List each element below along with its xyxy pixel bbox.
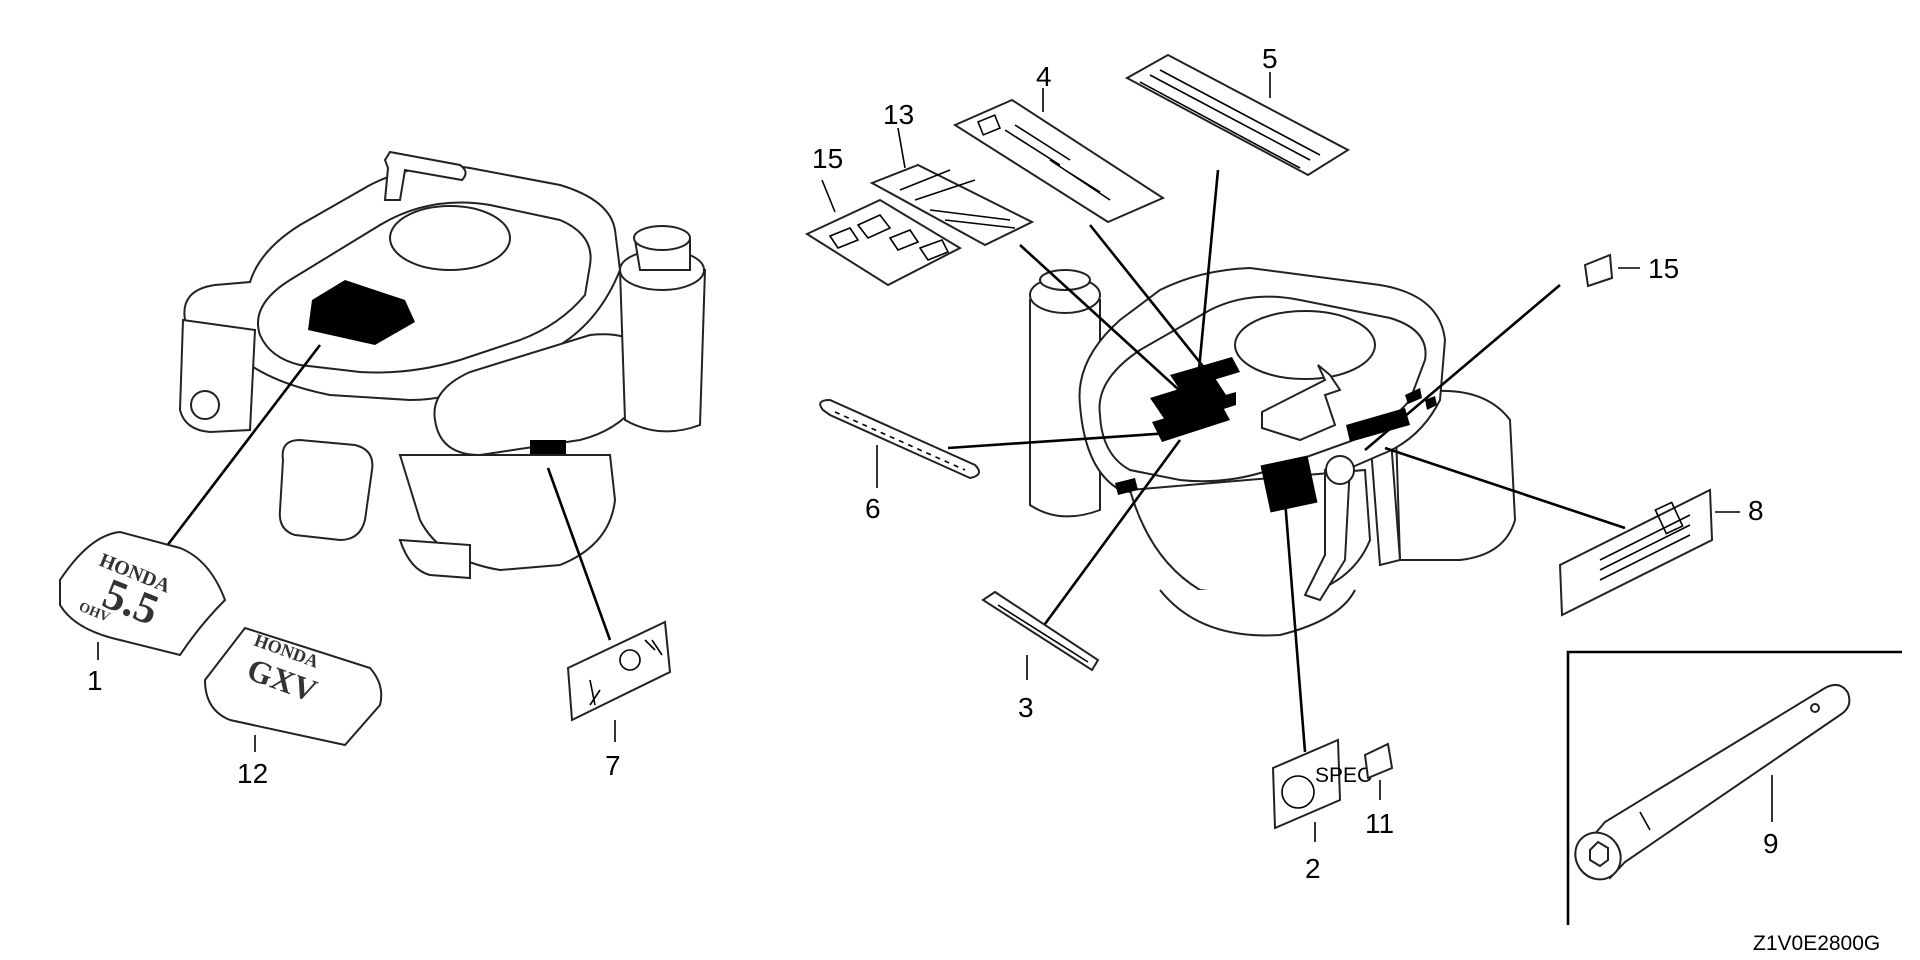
part-5-label [1124, 53, 1351, 177]
drawing-code: Z1V0E2800G [1753, 932, 1880, 955]
leader-4 [1088, 224, 1220, 386]
part-6-label [819, 398, 980, 480]
part-1-emblem: HONDA 5.5 OHV [59, 530, 227, 657]
leader-15 [1364, 284, 1561, 451]
leader-1 [158, 344, 322, 556]
callout-15: 15 [1648, 253, 1679, 284]
callout-12: 12 [237, 758, 268, 789]
leader-7 [546, 467, 612, 641]
leader-13 [1019, 244, 1191, 401]
part-12-emblem: HONDA GXV [203, 626, 383, 747]
callout-1: 1 [87, 665, 103, 696]
callout-4: 4 [1036, 61, 1052, 92]
leader-5 [1196, 169, 1220, 381]
part-2-label: SPEC [1271, 738, 1372, 830]
leader-6 [947, 430, 1186, 450]
callout-14: 15 [812, 143, 843, 174]
engine-left [178, 150, 707, 580]
callout-8: 8 [1748, 495, 1764, 526]
part-8-label [1558, 488, 1714, 617]
callout-11: 11 [1365, 808, 1394, 839]
part-14-label [804, 198, 963, 287]
part-9-box [1566, 650, 1902, 925]
part-3-label [981, 590, 1100, 672]
label-2-text: SPEC [1315, 764, 1372, 787]
engine-right [1029, 266, 1517, 637]
leader-2 [1283, 499, 1307, 753]
leader-8 [1384, 446, 1626, 530]
callout-5: 5 [1262, 43, 1278, 74]
part-15-label [1583, 253, 1614, 288]
callout-6: 6 [865, 493, 881, 524]
callout-7: 7 [605, 750, 621, 781]
leader-3 [1040, 439, 1182, 629]
callout-9: 9 [1763, 828, 1779, 859]
callout-2: 2 [1305, 853, 1321, 884]
callout-13: 13 [883, 99, 914, 130]
part-11-label [1363, 742, 1394, 780]
part-4-label [952, 98, 1166, 224]
part-7-label [566, 620, 672, 722]
callout-3: 3 [1018, 692, 1034, 723]
part-13-label [869, 163, 1035, 247]
